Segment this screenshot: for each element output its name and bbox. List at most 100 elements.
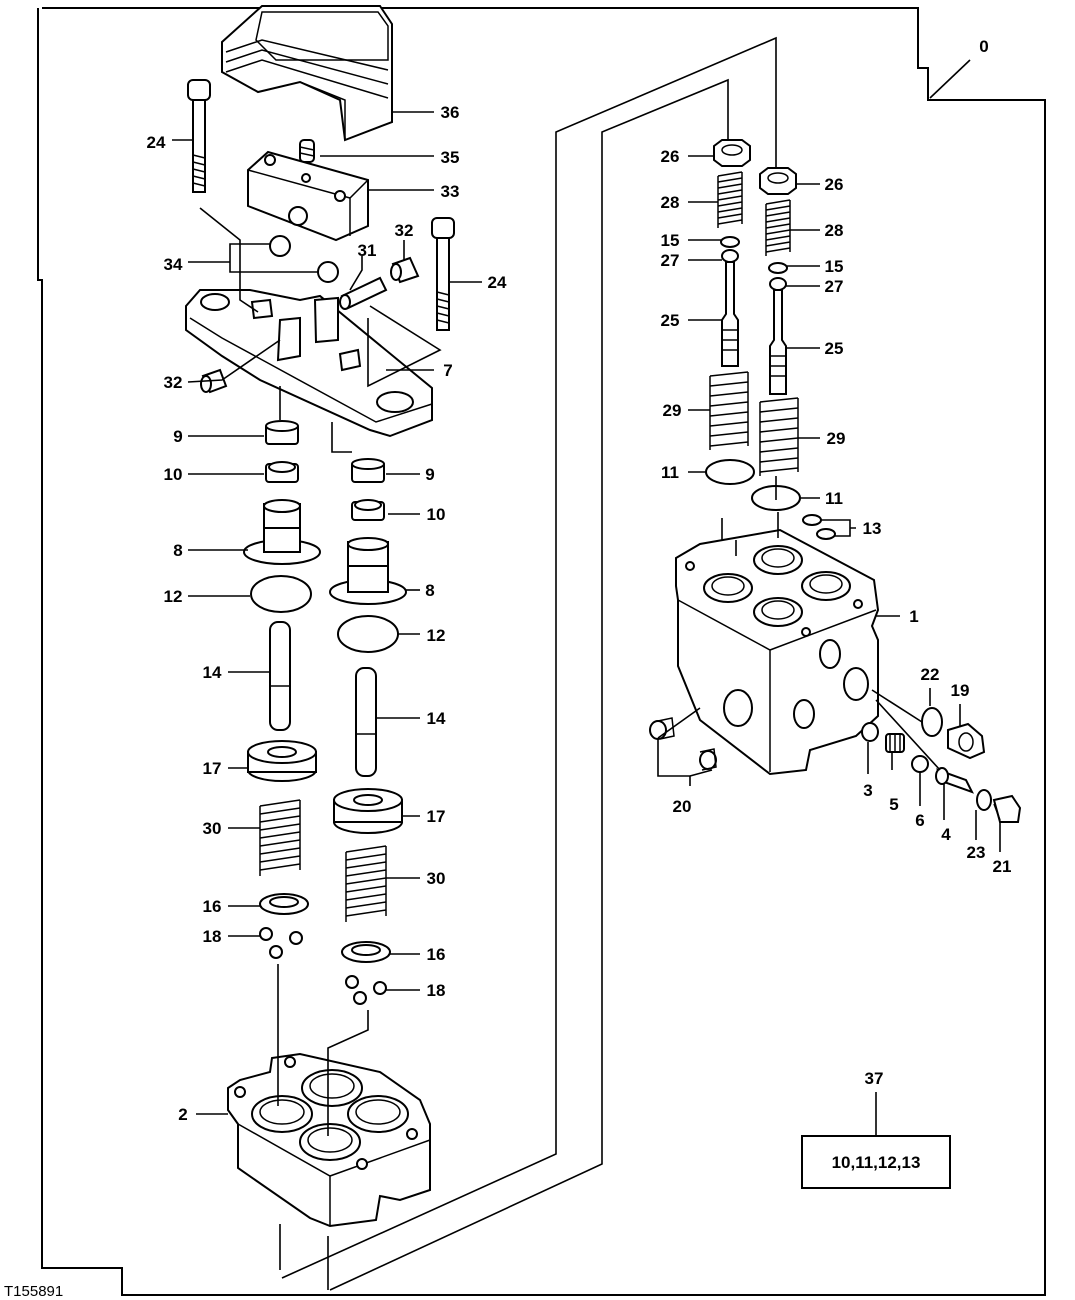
assembly-frame xyxy=(37,7,1046,1296)
callout-26-right: 26 xyxy=(825,175,844,194)
guide-8-left xyxy=(243,499,321,565)
callout-5: 5 xyxy=(889,795,898,814)
guide-8-right xyxy=(329,537,407,605)
callout-15-left: 15 xyxy=(661,231,680,250)
leader-lines xyxy=(172,59,1001,1136)
connect-line-left-d xyxy=(331,422,352,453)
callout-11-right: 11 xyxy=(825,489,843,508)
callout-31: 31 xyxy=(358,241,377,260)
washer-15-right xyxy=(768,262,788,274)
callout-12-left: 12 xyxy=(164,587,183,606)
spring-seat-17-left xyxy=(247,740,317,782)
callout-35: 35 xyxy=(441,148,460,167)
callout-16-left: 16 xyxy=(203,897,222,916)
callout-18-left: 18 xyxy=(203,927,222,946)
bolt-24-left xyxy=(187,79,211,193)
callout-9-left: 9 xyxy=(173,427,182,446)
callout-2: 2 xyxy=(178,1105,187,1124)
spool-25-left xyxy=(721,261,739,367)
plug-21 xyxy=(992,794,1022,823)
nut-26-left xyxy=(713,139,751,167)
callout-14-right: 14 xyxy=(427,709,446,728)
plug-19 xyxy=(947,722,986,760)
plug-20-lower xyxy=(699,748,717,771)
callout-1: 1 xyxy=(909,607,918,626)
lower-body-2 xyxy=(227,1052,431,1228)
spring-28-left xyxy=(717,171,743,228)
pin-4 xyxy=(935,767,975,794)
callout-17-left: 17 xyxy=(203,759,222,778)
ball-6 xyxy=(911,755,929,773)
callout-28-left: 28 xyxy=(661,193,680,212)
callout-15-right: 15 xyxy=(825,257,844,276)
figure-id: T155891 xyxy=(4,1283,63,1300)
callout-8-right: 8 xyxy=(425,581,434,600)
washer-15-left xyxy=(720,236,740,248)
callout-23: 23 xyxy=(967,843,986,862)
callout-27-left: 27 xyxy=(661,251,680,270)
pedal-cover-36 xyxy=(221,5,393,142)
ring-27-right xyxy=(769,277,787,291)
callout-18-right: 18 xyxy=(427,981,446,1000)
pusher-14-left xyxy=(269,621,291,731)
callout-25-right: 25 xyxy=(825,339,844,358)
callout-19: 19 xyxy=(951,681,970,700)
callout-9-right: 9 xyxy=(425,465,434,484)
o-ring-13-upper xyxy=(802,514,822,526)
callout-14-left: 14 xyxy=(203,663,222,682)
callout-28-right: 28 xyxy=(825,221,844,240)
callout-29-left: 29 xyxy=(663,401,682,420)
assembly-guide-outer xyxy=(281,36,777,1279)
callout-24-left: 24 xyxy=(147,133,166,152)
balls-18-left xyxy=(259,927,303,959)
callout-29-right: 29 xyxy=(827,429,846,448)
seat-16-left xyxy=(259,893,309,915)
o-ring-23 xyxy=(976,789,992,811)
callout-12-right: 12 xyxy=(427,626,446,645)
callout-13: 13 xyxy=(863,519,882,538)
callout-30-right: 30 xyxy=(427,869,446,888)
callout-6: 6 xyxy=(915,811,924,830)
spring-30-right xyxy=(345,845,387,922)
spring-28-right xyxy=(765,199,791,256)
cap-9-left xyxy=(265,420,299,445)
callout-34: 34 xyxy=(164,255,183,274)
assembly-guide-inner xyxy=(329,78,729,1291)
callout-17-right: 17 xyxy=(427,807,446,826)
pin-31 xyxy=(339,276,388,310)
block-33 xyxy=(247,150,369,242)
callout-8-left: 8 xyxy=(173,541,182,560)
seal-10-left xyxy=(265,461,299,483)
bolt-24-right xyxy=(431,217,455,331)
nut-26-right xyxy=(759,167,797,195)
callout-32-upper: 32 xyxy=(395,221,414,240)
o-ring-13-lower xyxy=(816,528,836,540)
ball-34-lower xyxy=(317,261,339,283)
callout-3: 3 xyxy=(863,781,872,800)
callout-36: 36 xyxy=(441,103,460,122)
spring-29-left xyxy=(709,371,749,450)
spool-25-right xyxy=(769,289,787,395)
connect-line-left-a xyxy=(199,207,259,313)
callout-10-left: 10 xyxy=(164,465,183,484)
connect-line-right-c xyxy=(871,689,941,771)
pedal-base-casting xyxy=(185,289,433,438)
kit-box xyxy=(801,1135,951,1189)
callout-24-right: 24 xyxy=(488,273,507,292)
o-ring-11-left xyxy=(705,459,755,485)
callout-20: 20 xyxy=(673,797,692,816)
bushing-32-upper xyxy=(390,256,420,284)
callout-7: 7 xyxy=(443,361,452,380)
connect-line-left-f xyxy=(327,1010,369,1136)
seal-10-right xyxy=(351,499,385,521)
callout-37: 37 xyxy=(865,1069,884,1088)
callout-10-right: 10 xyxy=(427,505,446,524)
connect-line-left-c xyxy=(367,305,442,388)
callout-25-left: 25 xyxy=(661,311,680,330)
spring-seat-17-right xyxy=(333,788,403,834)
pusher-14-right xyxy=(355,667,377,777)
spring-29-right xyxy=(759,397,799,476)
callout-4: 4 xyxy=(941,825,951,844)
set-screw-35 xyxy=(299,139,315,163)
callout-11-left: 11 xyxy=(661,463,679,482)
